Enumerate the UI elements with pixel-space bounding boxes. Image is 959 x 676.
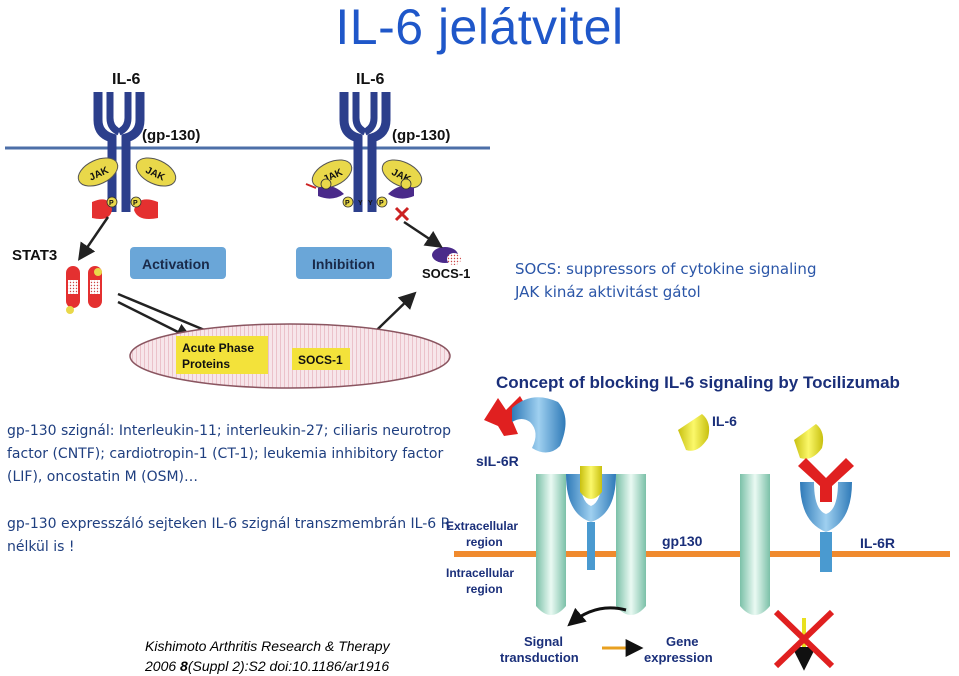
socs1-nucleus-label: SOCS-1	[298, 353, 343, 367]
socs-note-line2: JAK kináz aktivitást gátol	[515, 283, 701, 301]
il6r-label: IL-6R	[860, 535, 895, 551]
sil6r-label: sIL-6R	[476, 453, 519, 469]
page-title: IL-6 jelátvitel	[335, 0, 624, 55]
jak-right-b	[381, 159, 423, 189]
intracellular-label-1: Intracellular	[446, 566, 514, 580]
gp130-signal-paragraph: gp-130 szignál: Interleukin-11; interleu…	[7, 423, 452, 485]
socs-note-line1: SOCS: suppressors of cytokine signaling	[515, 260, 817, 278]
il6-cytokine-icon-2	[794, 424, 824, 459]
il6-signaling-diagram: IL-6 (gp-130) JAK JAK P P IL-6 (gp-130) …	[5, 71, 490, 389]
tocilizumab-heading: Concept of blocking IL-6 signaling by To…	[496, 373, 900, 392]
il6-label-right: IL-6	[356, 71, 385, 88]
citation-line1: Kishimoto Arthritis Research & Therapy	[145, 638, 390, 654]
il6-label-left: IL-6	[112, 71, 141, 88]
tocilizumab-antibody-icon	[798, 458, 854, 502]
arrow	[117, 300, 194, 340]
stat3-label: STAT3	[12, 247, 57, 264]
socs1-cyto-label: SOCS-1	[422, 266, 470, 281]
citation-volume: 8	[180, 658, 188, 674]
signal-arrow	[567, 606, 627, 627]
left-gp130-complex	[536, 466, 646, 615]
acute-phase-box	[176, 336, 268, 374]
inhibition-label: Inhibition	[312, 256, 375, 272]
y-label: Y	[358, 200, 363, 207]
socs1-gene-box	[292, 348, 350, 370]
arrow	[403, 220, 443, 248]
intracellular-label-2: region	[466, 582, 503, 596]
p-label: P	[133, 200, 138, 207]
tocilizumab-blocking-diagram: Concept of blocking IL-6 signaling by To…	[446, 373, 950, 671]
acute-phase-label-2: Proteins	[182, 357, 230, 371]
inhibition-cross-icon	[394, 206, 410, 222]
sil6r-receptor-icon	[512, 397, 566, 453]
citation: Kishimoto Arthritis Research & Therapy 2…	[145, 636, 390, 676]
acute-phase-label-1: Acute Phase	[182, 341, 254, 355]
p-label: P	[345, 200, 350, 207]
citation-line2: 2006 8(Suppl 2):S2 doi:10.1186/ar1916	[145, 656, 390, 676]
socs1-protein-icon	[432, 247, 461, 265]
p-label: P	[109, 200, 114, 207]
y-label: Y	[368, 200, 373, 207]
blocked-cross-icon	[773, 609, 835, 669]
right-gp130-complex	[740, 458, 854, 615]
il6-cytokine-icon	[678, 414, 710, 451]
gp130-label-right: (gp-130)	[392, 127, 450, 144]
right-receptor-complex: IL-6 (gp-130) JAK JAK P Y Y P	[305, 71, 450, 222]
jak-left-b	[135, 157, 177, 187]
gp130-label: gp130	[662, 533, 703, 549]
socs-note: SOCS: suppressors of cytokine signaling …	[515, 258, 816, 304]
gene-label-2: expression	[644, 650, 713, 665]
signal-label-2: transduction	[500, 650, 579, 665]
citation-ref: (Suppl 2):S2 doi:10.1186/ar1916	[187, 658, 390, 674]
gene-label-1: Gene	[666, 634, 699, 649]
activation-box	[130, 247, 226, 279]
p-label: P	[379, 200, 384, 207]
gp130-label-left: (gp-130)	[142, 127, 200, 144]
extracellular-label-2: region	[466, 535, 503, 549]
activation-label: Activation	[142, 256, 210, 272]
gp130-expression-paragraph: gp-130 expresszáló sejteken IL-6 szignál…	[7, 516, 451, 555]
stat3-dimer	[66, 266, 102, 314]
citation-year: 2006	[145, 658, 181, 674]
il6-label: IL-6	[712, 413, 737, 429]
left-receptor-complex: IL-6 (gp-130) JAK JAK P P	[77, 71, 200, 219]
inhibition-box	[296, 247, 392, 279]
extracellular-label-1: Extracellular	[446, 519, 518, 533]
jak-left-a	[77, 157, 119, 187]
membrane-line	[454, 551, 950, 557]
arrow	[78, 216, 110, 261]
signal-label-1: Signal	[524, 634, 563, 649]
